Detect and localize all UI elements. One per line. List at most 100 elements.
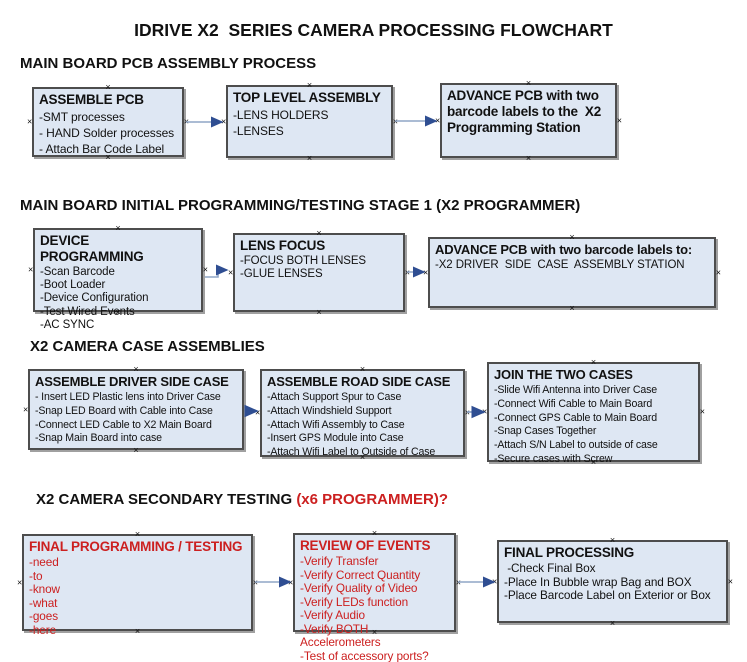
connection-point-mark: ×	[435, 115, 441, 125]
flow-box-item: -Connect GPS Cable to Main Board	[494, 411, 658, 424]
connection-point-mark: ×	[306, 80, 313, 90]
connection-point-mark: ×	[17, 577, 23, 587]
flow-box-item: -here	[29, 622, 57, 637]
flow-box-item-list: -Verify Transfer-Verify Correct Quantity…	[300, 554, 449, 662]
connection-point-mark: ×	[316, 228, 322, 238]
connection-point-mark: ×	[134, 529, 141, 539]
connection-point-mark: ×	[699, 406, 705, 417]
flow-box-assemble-road-side-case: ASSEMBLE ROAD SIDE CASE -Attach Support …	[255, 365, 470, 462]
flow-box-item: -Place In Bubble wrap Bag and BOX	[504, 574, 692, 589]
flow-box-item-list: -SMT processes - HAND Solder processes - A…	[39, 109, 177, 157]
connection-point-mark: ×	[455, 577, 461, 587]
flow-box-item-list: -Slide Wifi Antenna into Driver Case -Con…	[494, 384, 693, 467]
flow-box-title: ASSEMBLE DRIVER SIDE CASE	[35, 374, 229, 389]
connection-point-mark: ×	[715, 267, 721, 277]
flow-box-review-of-events: REVIEW OF EVENTS -Verify Transfer-Verify…	[288, 529, 461, 662]
connection-point-mark: ×	[609, 618, 616, 628]
flow-box-item: -Boot Loader	[40, 279, 106, 292]
connection-point-mark: ×	[569, 232, 575, 242]
section-heading-pcb-assembly: MAIN BOARD PCB ASSEMBLY PROCESS	[20, 55, 317, 72]
flow-box-item: -Scan Barcode	[40, 266, 115, 278]
connection-point-mark: ×	[492, 576, 498, 586]
connection-point-mark: ×	[590, 357, 597, 367]
flow-box-item-list: -Attach Support Spur to Case-Attach Wind…	[267, 391, 458, 460]
connection-point-mark: ×	[423, 267, 429, 277]
flow-box-item: -Insert GPS Module into Case	[267, 432, 404, 445]
flow-box-item: -LENSES	[233, 124, 284, 138]
flow-box-final-processing: FINAL PROCESSING -Check Final Box-Place …	[492, 536, 733, 628]
flow-box-item: -Attach S/N Label to outside of case	[494, 439, 658, 452]
connection-point-mark: ×	[228, 267, 234, 277]
flow-box-item: -FOCUS BOTH LENSES	[240, 255, 366, 267]
flow-box-item-list: - Insert LED Plastic lens into Driver Ca…	[35, 391, 237, 446]
section-heading-secondary-testing: X2 CAMERA SECONDARY TESTING (x6 PROGRAMM…	[36, 491, 448, 508]
connection-point-mark: ×	[371, 627, 378, 637]
flow-box-title: ADVANCE PCB with two barcode labels to t…	[447, 88, 605, 135]
flow-box-item-list: -X2 DRIVER SIDE CASE ASSEMBLY STATION	[435, 259, 709, 272]
flow-box-lens-focus: LENS FOCUS -FOCUS BOTH LENSES-GLUE LENSE…	[228, 229, 410, 317]
section-heading-secondary-testing-label: X2 CAMERA SECONDARY TESTING	[36, 491, 297, 508]
page-title: IDRIVE X2 SERIES CAMERA PROCESSING FLOWC…	[134, 20, 613, 40]
flow-box-item: -LENS HOLDERS	[233, 108, 329, 122]
flow-box-item: -goes	[29, 609, 59, 623]
flow-box-item: -to	[29, 568, 43, 583]
flow-box-item: -Attach Windshield Support	[267, 404, 392, 417]
connection-point-mark: ×	[316, 307, 322, 317]
connection-point-mark: ×	[221, 116, 227, 126]
flow-box-item: - Insert LED Plastic lens into Driver Ca…	[35, 391, 221, 403]
flow-box-title: DEVICE PROGRAMMING	[40, 233, 144, 264]
connection-point-mark: ×	[525, 153, 532, 163]
connection-point-mark: ×	[115, 307, 121, 317]
flow-box-item: -Test of accessory ports?	[300, 648, 429, 662]
flow-box-item: -Check Final Box	[504, 561, 596, 575]
flow-box-item-list: -need-to-know-what-goes-here	[29, 555, 246, 637]
flow-box-item: -Attach Wifi Label to Outside of Case	[267, 446, 436, 459]
connection-point-mark: ×	[105, 152, 111, 162]
connection-point-mark: ×	[183, 116, 189, 127]
flow-box-item: -Secure cases with Screw	[494, 452, 613, 465]
flow-box-assemble-pcb: ASSEMBLE PCB -SMT processes- HAND Solder…	[27, 83, 189, 162]
connection-point-mark: ×	[609, 535, 616, 545]
flow-box-title: ADVANCE PCB with two barcode labels to:	[435, 242, 693, 257]
connector-arrow	[205, 264, 229, 278]
flow-box-item: -Test Wired Events	[40, 305, 135, 318]
flow-box-title: LENS FOCUS	[240, 238, 326, 253]
flow-box-item: - Attach Bar Code Label	[39, 142, 165, 156]
connection-point-mark: ×	[23, 404, 29, 414]
flow-box-item: -SMT processes	[39, 110, 125, 124]
flow-box-title: FINAL PROCESSING	[504, 545, 635, 560]
flow-box-item-list: -Scan Barcode-Boot Loader-Device Configu…	[40, 266, 196, 332]
connection-point-mark: ×	[359, 452, 366, 462]
flow-box-item: - HAND Solder processes	[39, 126, 175, 140]
connection-point-mark: ×	[482, 406, 488, 417]
flow-box-final-programming-testing: FINAL PROGRAMMING / TESTING -need-to-kno…	[17, 530, 258, 637]
flow-box-item: -Verify Quality of Video	[300, 581, 418, 595]
flow-box-item-list: -LENS HOLDERS -LENSES	[233, 107, 386, 139]
flow-box-item: -Connect LED Cable to X2 Main Board	[35, 418, 212, 431]
connection-point-mark: ×	[525, 78, 532, 88]
connection-point-mark: ×	[27, 116, 33, 127]
flow-box-item: -Snap Main Board into case	[35, 432, 162, 445]
section-heading-case-assemblies: X2 CAMERA CASE ASSEMBLIES	[30, 338, 265, 355]
connection-point-mark: ×	[133, 445, 139, 455]
connection-point-mark: ×	[202, 264, 208, 275]
connection-point-mark: ×	[371, 528, 378, 538]
flow-box-item-list: -Check Final Box-Place In Bubble wrap Ba…	[504, 561, 721, 603]
connection-point-mark: ×	[288, 577, 294, 587]
connection-point-mark: ×	[252, 577, 258, 587]
flow-box-item: -Slide Wifi Antenna into Driver Case	[494, 384, 657, 396]
flow-box-title: REVIEW OF EVENTS	[300, 538, 431, 553]
flow-box-item: -know	[29, 582, 60, 596]
flow-box-item: -X2 DRIVER SIDE CASE ASSEMBLY STATION	[435, 259, 685, 271]
flow-box-item: -GLUE LENSES	[240, 268, 323, 281]
flow-box-item: -Verify Audio	[300, 608, 365, 622]
connection-point-mark: ×	[464, 407, 470, 418]
flow-box-top-level-assembly: TOP LEVEL ASSEMBLY -LENS HOLDERS-LENSES …	[221, 81, 398, 163]
connection-point-mark: ×	[28, 264, 34, 275]
flow-box-item: -what	[29, 595, 58, 610]
connection-point-mark: ×	[404, 267, 410, 277]
flow-box-title: JOIN THE TWO CASES	[494, 367, 633, 382]
section-heading-programmer-question: (x6 PROGRAMMER)?	[296, 491, 448, 508]
connection-point-mark: ×	[115, 223, 121, 233]
